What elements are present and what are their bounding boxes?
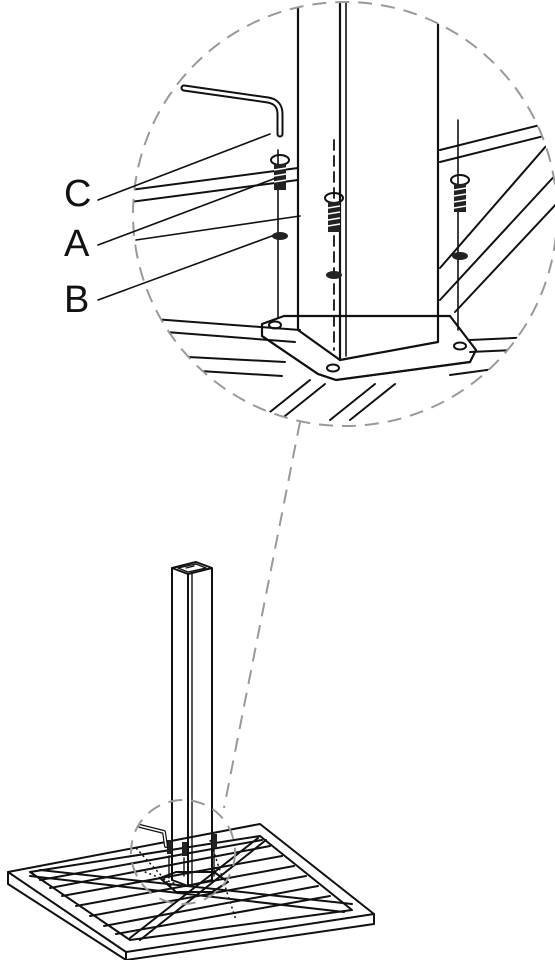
plate-hole-3 [453, 341, 467, 351]
detail-contents [133, 2, 555, 421]
callout-b-label: B [64, 279, 89, 321]
post-mounting-plate [159, 871, 229, 893]
mini-bolts [167, 834, 217, 879]
right-bolt [450, 119, 470, 331]
left-washer [272, 232, 288, 240]
magnifier-connector-line [223, 421, 301, 809]
plate-hole-2 [326, 363, 340, 373]
callout-a-leader-1 [97, 177, 277, 246]
callout-c-leader [97, 133, 271, 201]
umbrella-base-assembly [7, 561, 375, 960]
hidden-fastener-lines [135, 839, 237, 921]
callout-labels: C A B [64, 133, 301, 321]
plate-hole-1 [268, 320, 282, 330]
detail-mounting-plate [260, 314, 478, 382]
main-post [171, 561, 213, 887]
detail-base-slats [139, 317, 555, 421]
right-washer [452, 252, 468, 260]
callout-c-label: C [64, 173, 91, 215]
callout-a-label: A [64, 223, 90, 265]
center-bolt [324, 192, 344, 279]
allen-key [180, 84, 284, 138]
detail-view [132, 1, 555, 427]
center-washer [326, 271, 342, 279]
detail-square-post [296, 2, 440, 362]
detail-magnifier-circle [132, 1, 555, 427]
callout-b-leader [97, 235, 273, 301]
detail-cross-bars [133, 119, 555, 313]
left-bolt [270, 149, 290, 319]
callout-a-leader-2 [135, 215, 301, 241]
detail-reference-circle [130, 799, 236, 905]
